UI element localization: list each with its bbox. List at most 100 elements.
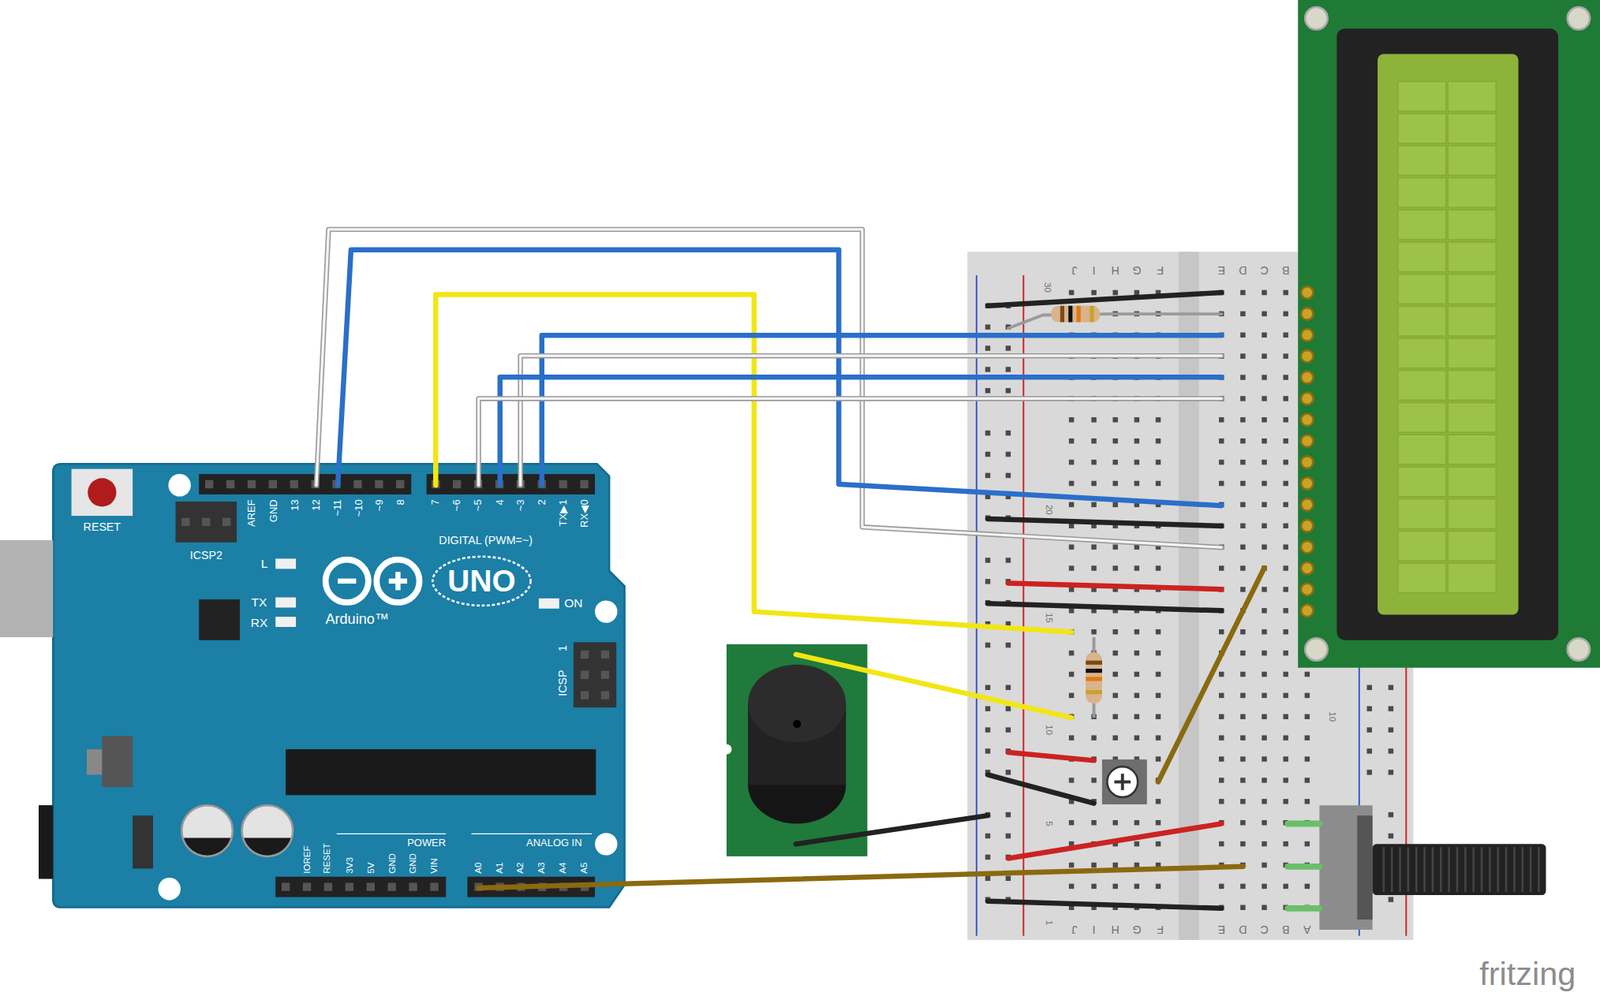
potentiometer-shaft — [1488, 847, 1492, 893]
resistor — [1085, 669, 1103, 673]
arduino-board — [38, 805, 53, 879]
lcd-pin — [1300, 286, 1314, 300]
board-label: POWER — [407, 838, 446, 849]
pin-label: A4 — [558, 863, 569, 875]
lcd-pin — [1300, 519, 1314, 533]
potentiometer-shaft — [1439, 847, 1443, 893]
breadboard-hole — [985, 727, 991, 733]
potentiometer-shaft — [1513, 847, 1516, 893]
breadboard-hole — [1155, 693, 1161, 699]
breadboard-hole — [1069, 693, 1074, 699]
board-label: RESET — [83, 521, 121, 533]
breadboard-hole — [1005, 642, 1011, 648]
breadboard-hole — [1261, 884, 1267, 890]
breadboard-hole — [1261, 756, 1267, 762]
column-letter: E — [1217, 924, 1225, 936]
breadboard-hole — [1282, 438, 1288, 444]
arduino-board — [71, 469, 134, 516]
breadboard-hole — [1218, 735, 1224, 741]
breadboard-hole — [1282, 629, 1288, 635]
breadboard-hole — [1282, 332, 1288, 338]
header-pin — [247, 480, 256, 489]
breadboard-hole — [1240, 332, 1245, 338]
lcd-character-cell — [1398, 145, 1447, 176]
board-label: ON — [564, 598, 583, 611]
arduino-board — [471, 833, 593, 835]
board-label: ICSP2 — [190, 549, 223, 561]
jumper-wire — [987, 901, 1222, 909]
breadboard-hole — [1282, 714, 1288, 720]
breadboard-hole — [1155, 481, 1161, 486]
lcd-display — [1297, 0, 1600, 669]
breadboard-hole — [1155, 820, 1161, 826]
arduino-board — [86, 749, 102, 775]
breadboard-hole — [1261, 905, 1267, 911]
breadboard-hole — [1304, 799, 1310, 804]
header-pin — [601, 671, 610, 680]
potentiometer-shaft — [1456, 847, 1459, 893]
breadboard-hole — [1240, 820, 1245, 826]
rotary-potentiometer — [1319, 805, 1546, 931]
arduino-board — [198, 474, 412, 495]
jumper-wire — [478, 398, 1223, 486]
breadboard-hole — [1388, 897, 1394, 902]
breadboard-hole — [1240, 905, 1245, 911]
breadboard-hole — [1134, 693, 1140, 699]
lcd-character-cell — [1398, 81, 1447, 111]
column-letter: A — [1303, 924, 1311, 936]
breadboard-hole — [1112, 714, 1118, 720]
breadboard-hole — [1261, 841, 1267, 847]
column-letter: F — [1156, 264, 1164, 276]
lcd-character-cell — [1447, 434, 1496, 464]
jumper-wire — [316, 229, 1222, 548]
pin-label: GND — [408, 853, 419, 875]
lcd-pin — [1300, 328, 1314, 342]
header-pin — [396, 480, 404, 489]
lcd-character-cell — [1447, 563, 1496, 593]
breadboard-hole — [1282, 311, 1288, 317]
board-label: DIGITAL (PWM=~) — [438, 534, 533, 546]
breadboard-hole — [1112, 502, 1118, 508]
board-label: L — [261, 557, 269, 571]
breadboard-hole — [1069, 777, 1074, 783]
header-pin — [302, 882, 311, 891]
breadboard-hole — [1005, 452, 1011, 457]
breadboard-hole — [1261, 586, 1267, 592]
buzzer — [792, 720, 801, 729]
lcd-character-cell — [1447, 145, 1496, 176]
breadboard-hole — [1069, 586, 1074, 592]
breadboard-hole — [1282, 544, 1288, 550]
breadboard-hole — [1112, 672, 1118, 677]
breadboard-hole — [1261, 820, 1267, 826]
breadboard-hole — [985, 366, 991, 372]
board-label: ICSP — [557, 670, 569, 697]
breadboard-hole — [985, 430, 991, 436]
arduino-board — [132, 815, 154, 869]
breadboard-hole — [985, 473, 991, 479]
breadboard-hole — [1240, 544, 1245, 550]
breadboard-hole — [1240, 459, 1245, 465]
header-pin — [408, 882, 417, 891]
resistor — [1085, 661, 1103, 666]
arduino-board — [0, 540, 53, 638]
lcd-character-cell — [1447, 242, 1496, 272]
lcd-display — [1297, 0, 1600, 669]
breadboard-hole — [1069, 438, 1074, 444]
breadboard-hole — [1240, 672, 1245, 677]
pin-label: A3 — [537, 863, 547, 875]
breadboard-hole — [1155, 735, 1161, 741]
lcd-character-cell — [1447, 113, 1496, 143]
breadboard-hole — [1155, 884, 1161, 890]
header-pin — [205, 480, 214, 489]
potentiometer-shaft — [1407, 847, 1410, 893]
breadboard-hole — [1134, 672, 1140, 677]
breadboard-hole — [1304, 735, 1310, 741]
header-pin — [559, 480, 568, 489]
breadboard-hole — [1261, 863, 1267, 868]
lcd-character-cell — [1398, 178, 1447, 208]
potentiometer-shaft — [1472, 847, 1475, 893]
breadboard-hole — [1218, 672, 1224, 677]
lcd-character-cell — [1447, 209, 1496, 240]
board-logo: Arduino™ — [325, 612, 389, 627]
breadboard-hole — [1091, 884, 1096, 890]
